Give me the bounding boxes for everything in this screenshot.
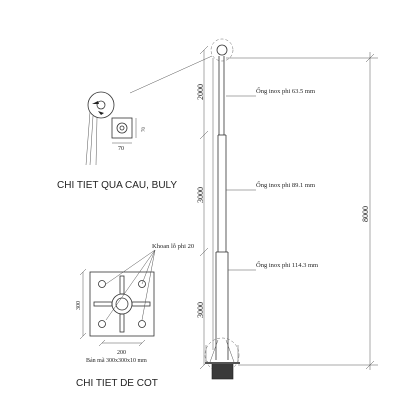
- pulley-width-dim: 70: [118, 146, 124, 152]
- dim-bottom-segment: 3000: [196, 302, 205, 318]
- total-dimension: [226, 52, 378, 370]
- base-detail-title: CHI TIET DE COT: [76, 378, 158, 389]
- pulley-detail-title: CHI TIET QUA CAU, BULY: [57, 180, 177, 191]
- finial-ball: [210, 38, 234, 62]
- dim-total-height: 8000: [361, 206, 370, 222]
- flagpole: [212, 56, 229, 360]
- base-plate-label: Bản mã 300x300x10 mm: [86, 358, 147, 364]
- base-plate-dim: 300: [76, 301, 82, 310]
- dim-top-segment: 2000: [196, 84, 205, 100]
- label-pipe-top: Ống inox phi 63.5 mm: [256, 87, 315, 95]
- dim-middle-segment: 3000: [196, 187, 205, 203]
- segment-dimension: [199, 45, 209, 370]
- base-hole-label: Khoan lỗ phi 20: [152, 243, 194, 250]
- base-bolt-dim: 200: [117, 350, 126, 356]
- pulley-detail: [85, 91, 137, 166]
- pole-base: [204, 337, 240, 380]
- label-pipe-middle: Ống inox phi 89.1 mm: [256, 181, 315, 189]
- pulley-leader-line: [129, 55, 213, 94]
- base-plate-detail: [79, 249, 156, 347]
- label-pipe-bottom: Ống inox phi 114.3 mm: [256, 261, 318, 269]
- pulley-height-dim: 70: [142, 127, 147, 133]
